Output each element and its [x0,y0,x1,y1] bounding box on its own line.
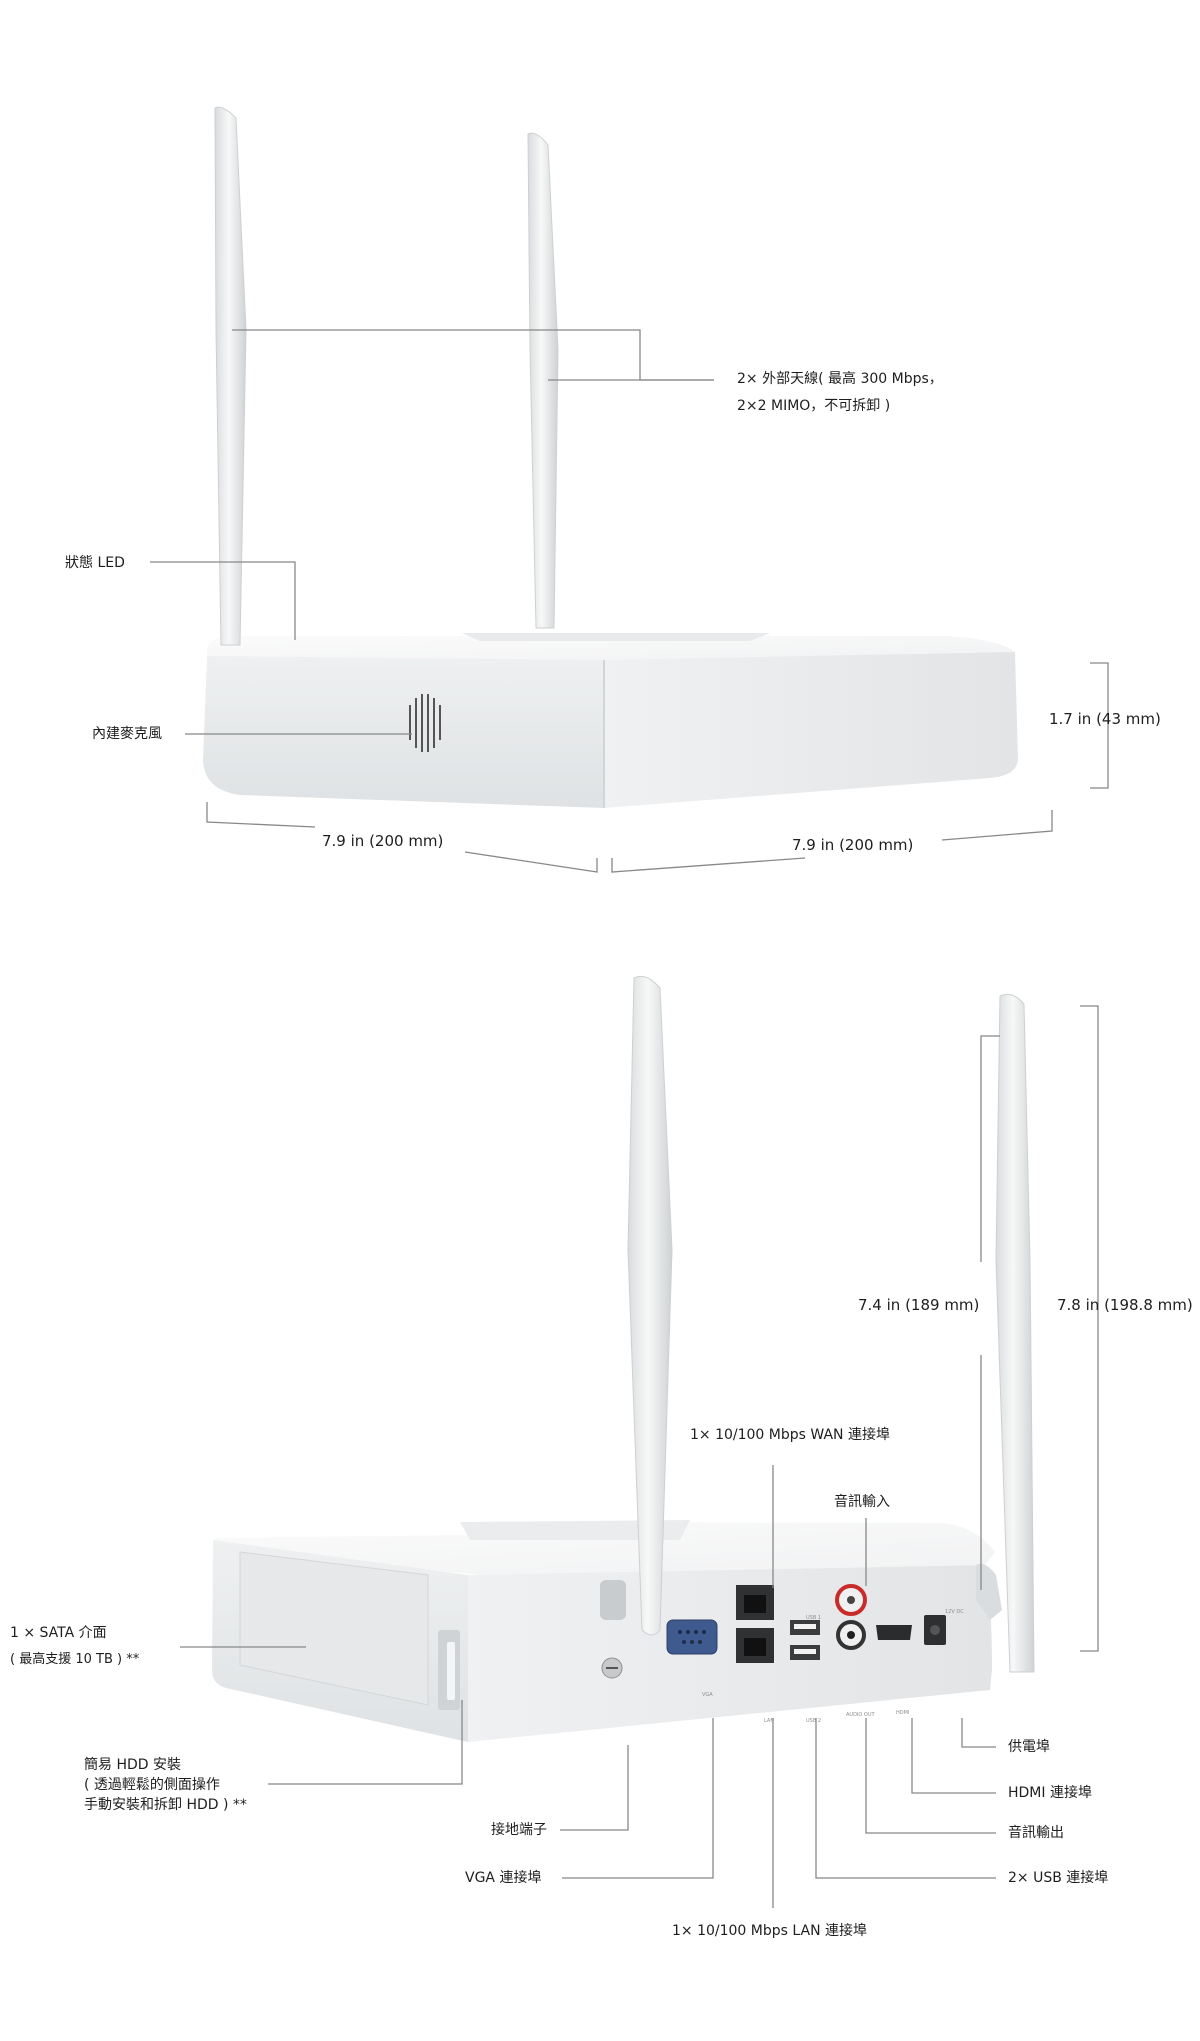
vga-port-art [666,1619,718,1655]
microphone-label: 內建麥克風 [92,726,162,742]
hdmi-port-label: HDMI 連接埠 [1008,1785,1092,1801]
antenna-left [214,106,247,646]
mark-usb2: USB 2 [806,1718,821,1724]
nvr-device-rear-view [212,975,1035,1742]
hdd-label-line-1: 簡易 HDD 安裝 [84,1757,181,1773]
ground-terminal-label: 接地端子 [491,1822,547,1838]
hdd-label-line-3: 手動安裝和拆卸 HDD ) ** [84,1797,247,1813]
usb-port-label: 2× USB 連接埠 [1008,1870,1109,1886]
sata-label-line-2: ( 最高支援 10 TB ) ** [10,1652,140,1667]
mark-dc: 12V DC [945,1609,964,1615]
antenna-label: 2× 外部天線( 最高 300 Mbps， 2×2 MIMO，不可拆卸 ) [737,369,943,416]
mark-audio-out: AUDIO OUT [846,1712,876,1718]
antenna-short-dimension: 7.4 in (189 mm) [858,1296,980,1314]
rear-ports [600,1580,946,1679]
height-dimension: 1.7 in (43 mm) [1049,710,1161,728]
antenna-right-rear [995,993,1035,1673]
vga-port-label: VGA 連接埠 [465,1870,542,1886]
mark-hdmi: HDMI [896,1710,909,1716]
audio-out-label: 音訊輸出 [1008,1825,1064,1841]
antenna-label-line-2: 2×2 MIMO，不可拆卸 ) [737,398,891,414]
audio-in-label: 音訊輸入 [834,1494,890,1510]
antenna-label-line-1: 2× 外部天線( 最高 300 Mbps， [737,371,943,387]
power-port-label: 供電埠 [1008,1739,1050,1755]
width-right-dimension: 7.9 in (200 mm) [792,836,914,854]
mark-lan: LAN [764,1718,774,1724]
mark-vga: VGA [702,1692,713,1698]
mark-usb1: USB 1 [806,1615,821,1621]
status-led-label: 狀態 LED [65,555,125,571]
antenna-long-dimension: 7.8 in (198.8 mm) [1057,1296,1193,1314]
hdd-label-line-2: ( 透過輕鬆的側面操作 [84,1777,220,1793]
wan-port-label: 1× 10/100 Mbps WAN 連接埠 [690,1427,890,1443]
antenna-right [527,132,559,629]
microphone-grille [409,694,441,752]
sata-label-line-1: 1 × SATA 介面 [10,1625,107,1641]
width-left-dimension: 7.9 in (200 mm) [322,832,444,850]
leader-lines [150,329,1109,1908]
sata-label: 1 × SATA 介面 ( 最高支援 10 TB ) ** [10,1623,139,1670]
hdd-install-label: 簡易 HDD 安裝 ( 透過輕鬆的側面操作 手動安裝和拆卸 HDD ) ** [84,1755,247,1815]
nvr-device-front-view [203,106,1018,808]
lan-port-label: 1× 10/100 Mbps LAN 連接埠 [672,1923,868,1939]
antenna-center [627,975,673,1636]
